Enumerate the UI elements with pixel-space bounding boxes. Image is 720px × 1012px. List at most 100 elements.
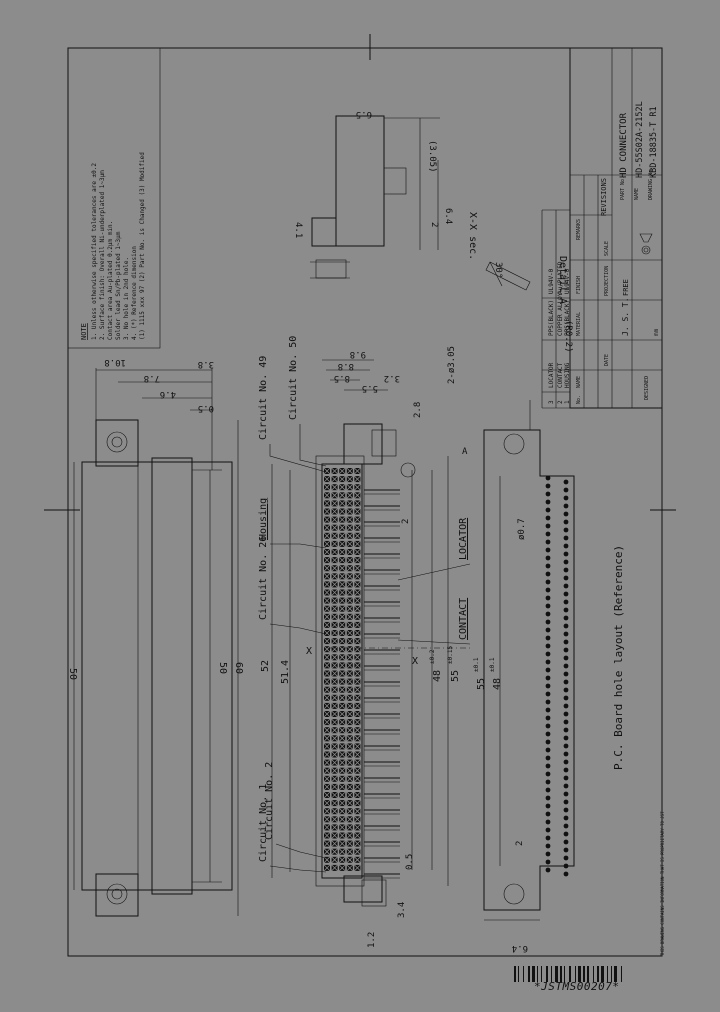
dim-5-5: 5.5 (362, 383, 378, 393)
approval-scale: SCALE (604, 241, 610, 256)
section-marker-right: X (412, 656, 418, 667)
approval-projection: PROJECTION (604, 266, 610, 296)
label-circuit-1: Circuit No. 1 (258, 784, 269, 862)
dim-10-8: 10.8 (104, 357, 126, 367)
product-name: HD CONNECTOR (619, 112, 629, 178)
mount-hole-bottom-icon (503, 883, 525, 905)
dim-52: 52 (260, 660, 271, 672)
dim-0-5b: 0.5 (405, 854, 415, 870)
unit-label: mm (653, 328, 660, 336)
pcb-hole (563, 679, 569, 685)
pcb-hole (545, 859, 551, 865)
dim-7-8: 7.8 (144, 373, 160, 383)
dim-55b: 55 (476, 678, 487, 690)
pcb-hole (545, 771, 551, 777)
tol-55: ±0.15 (447, 646, 454, 664)
approval-date: DATE (604, 354, 610, 366)
parts-header-material: MATERIAL (576, 312, 582, 336)
dim-48: 48 (432, 670, 443, 682)
dim-2-pcb: 2 (515, 841, 525, 846)
label-circuit-26: Circuit No. 26 (258, 536, 269, 620)
drawing-number: KBD-18835-T R1 (649, 106, 659, 178)
pcb-hole (563, 527, 569, 533)
pcb-hole (545, 651, 551, 657)
pcb-hole (545, 531, 551, 537)
pcb-hole (563, 759, 569, 765)
title-block: HD CONNECTOR HD-55S02A-2152L KBD-18835-T… (569, 47, 663, 409)
pcb-hole (563, 711, 569, 717)
pcb-hole (545, 499, 551, 505)
pcb-hole (545, 667, 551, 673)
pcb-hole (563, 599, 569, 605)
pcb-hole (563, 767, 569, 773)
dim-2-8: 2.8 (413, 402, 423, 418)
pcb-hole (545, 707, 551, 713)
section-view: 6.5 (3.05) 6.4 4.1 2 X-X sec. (293, 109, 478, 279)
pcb-hole (563, 663, 569, 669)
dim-4-1: 4.1 (293, 222, 303, 238)
dim-3-4: 3.4 (397, 902, 407, 918)
label-contact: CONTACT (458, 598, 469, 640)
dim-2: 2 (401, 519, 411, 524)
barcode (514, 966, 654, 982)
pcb-hole (563, 727, 569, 733)
label-section: X-X sec. (467, 212, 478, 260)
label-circuit-50: Circuit No. 50 (288, 336, 299, 420)
pcb-hole (545, 595, 551, 601)
projection-symbol-icon (639, 233, 653, 255)
pcb-hole (545, 635, 551, 641)
pcb-hole (545, 683, 551, 689)
pcb-hole (563, 543, 569, 549)
parts-row2-finish: Au/PLATED (557, 261, 564, 294)
pcb-hole (545, 563, 551, 569)
pcb-hole (563, 479, 569, 485)
parts-row3-material: PPS(BLACK) (564, 300, 571, 336)
pcb-hole (545, 747, 551, 753)
screw-lock-bottom-icon (106, 883, 128, 905)
pcb-hole (563, 655, 569, 661)
parts-row2-no: 2 (557, 400, 564, 404)
pcb-hole (563, 623, 569, 629)
note-2b: Contact area Au-plated 0.2μm min. (107, 221, 114, 340)
solder-pins (364, 489, 400, 879)
pcb-hole (563, 863, 569, 869)
pcb-hole (563, 831, 569, 837)
pcb-hole (563, 839, 569, 845)
pcb-hole (545, 803, 551, 809)
pcb-hole (545, 819, 551, 825)
mount-hole-top-icon (503, 433, 525, 455)
field-drawing-no: DRAWING No. (648, 167, 654, 200)
pcb-hole (545, 547, 551, 553)
pcb-hole (545, 763, 551, 769)
parts-row3-no: 1 (564, 400, 571, 404)
dim-3-2: 3.2 (384, 373, 400, 383)
pcb-hole (545, 675, 551, 681)
dim-51-4: 51.4 (280, 660, 291, 684)
scale-value: FREE (622, 279, 630, 296)
pcb-hole (563, 791, 569, 797)
label-pcb-layout: P.C. Board hole layout (Reference) (612, 545, 625, 770)
pcb-hole (545, 483, 551, 489)
pcb-hole (545, 739, 551, 745)
pcb-hole (563, 511, 569, 517)
pcb-hole (545, 811, 551, 817)
pcb-hole (563, 847, 569, 853)
pcb-hole (563, 583, 569, 589)
detail-marker: A (462, 447, 468, 457)
label-housing: Housing (258, 498, 269, 540)
pcb-hole (563, 615, 569, 621)
pcb-hole (563, 695, 569, 701)
pcb-hole (545, 619, 551, 625)
parts-row1-name: LOCATOR (548, 362, 555, 388)
pcb-hole (563, 719, 569, 725)
pcb-hole (563, 591, 569, 597)
pcb-hole (563, 855, 569, 861)
pcb-hole (545, 659, 551, 665)
note-2: 2. Surface finish: Overall Ni-underplate… (99, 170, 106, 340)
pcb-hole (563, 735, 569, 741)
parts-row1-material: PPS(BLACK) (548, 300, 555, 336)
dim-50-left: 50 (67, 668, 78, 680)
pcb-hole (563, 631, 569, 637)
pcb-hole (563, 487, 569, 493)
